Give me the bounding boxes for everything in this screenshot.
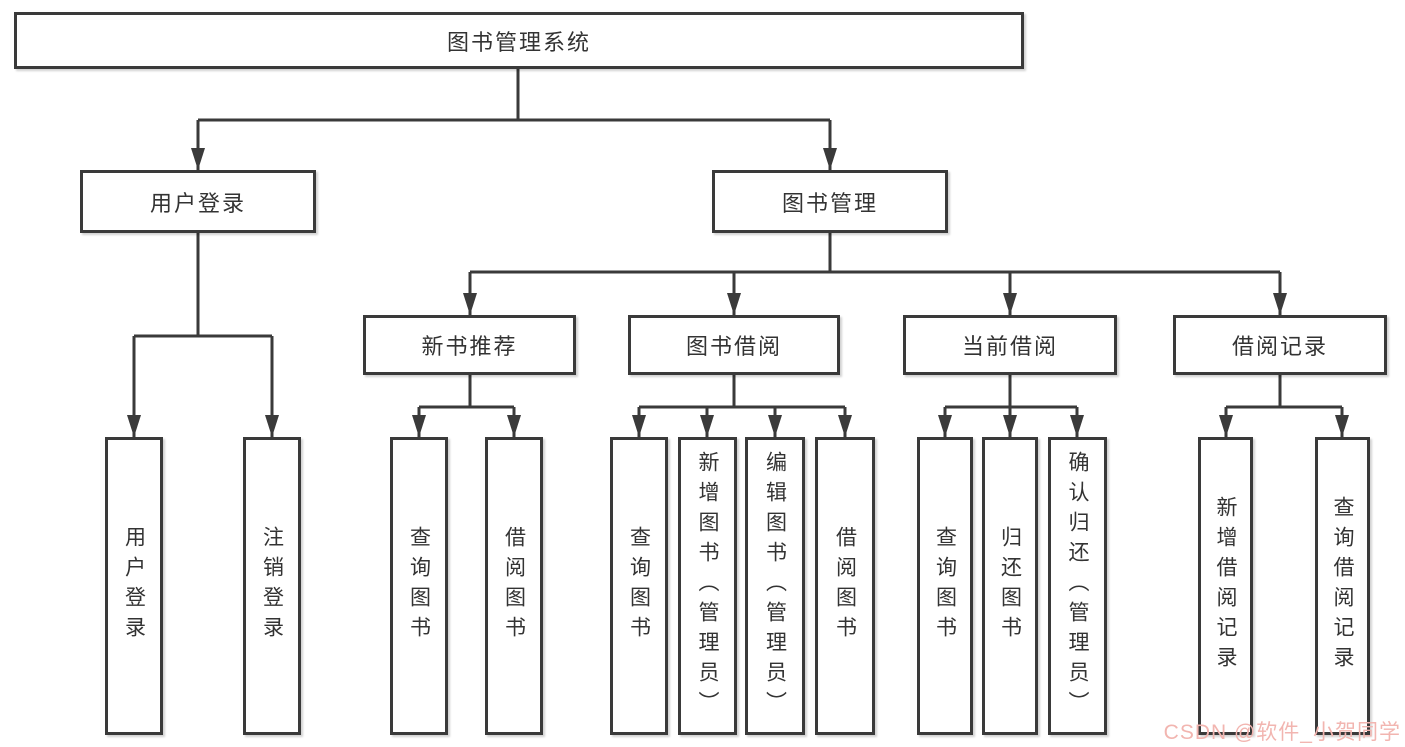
node-current-borrow: 当前借阅 — [903, 315, 1117, 375]
leaf-add-books-admin-label: 新增图书（管理员） — [696, 451, 719, 721]
leaf-edit-books-admin-label: 编辑图书（管理员） — [763, 451, 787, 721]
csdn-watermark: CSDN @软件_小贺同学 — [1163, 721, 1401, 744]
node-new-book-recommend: 新书推荐 — [363, 315, 576, 375]
leaf-confirm-return-admin-label: 确认归还（管理员） — [1066, 451, 1089, 721]
node-root-label: 图书管理系统 — [446, 29, 591, 55]
node-borrow-records-label: 借阅记录 — [1231, 334, 1328, 359]
leaf-logout-label: 注销登录 — [260, 526, 284, 646]
leaf-query-books-current: 查询图书 — [917, 437, 973, 735]
leaf-borrow-books-recommend-label: 借阅图书 — [502, 526, 526, 646]
leaf-logout: 注销登录 — [243, 437, 301, 735]
leaf-query-books-current-label: 查询图书 — [933, 526, 957, 646]
leaf-add-books-admin: 新增图书（管理员） — [678, 437, 737, 735]
leaf-query-books-recommend: 查询图书 — [390, 437, 448, 735]
leaf-borrow-books: 借阅图书 — [815, 437, 875, 735]
leaf-add-borrow-record: 新增借阅记录 — [1198, 437, 1253, 735]
leaf-query-borrow-record-label: 查询借阅记录 — [1331, 496, 1354, 676]
node-borrow-records: 借阅记录 — [1173, 315, 1387, 375]
node-root: 图书管理系统 — [14, 12, 1024, 69]
leaf-borrow-books-recommend: 借阅图书 — [485, 437, 543, 735]
leaf-query-borrow-record: 查询借阅记录 — [1315, 437, 1370, 735]
node-book-borrow-label: 图书借阅 — [685, 334, 782, 359]
leaf-query-books-recommend-label: 查询图书 — [407, 526, 431, 646]
leaf-add-borrow-record-label: 新增借阅记录 — [1214, 496, 1237, 676]
node-book-borrow: 图书借阅 — [628, 315, 840, 375]
leaf-return-books: 归还图书 — [982, 437, 1038, 735]
leaf-user-login: 用户登录 — [105, 437, 163, 735]
leaf-query-books-borrow: 查询图书 — [610, 437, 668, 735]
node-book-management-label: 图书管理 — [781, 190, 878, 216]
leaf-borrow-books-label: 借阅图书 — [833, 526, 857, 646]
node-user-login: 用户登录 — [80, 170, 316, 233]
leaf-edit-books-admin: 编辑图书（管理员） — [745, 437, 805, 735]
node-current-borrow-label: 当前借阅 — [961, 334, 1058, 359]
leaf-confirm-return-admin: 确认归还（管理员） — [1048, 437, 1107, 735]
node-user-login-label: 用户登录 — [149, 190, 246, 216]
leaf-return-books-label: 归还图书 — [998, 526, 1022, 646]
leaf-user-login-label: 用户登录 — [122, 526, 146, 646]
node-new-book-recommend-label: 新书推荐 — [421, 334, 518, 359]
leaf-query-books-borrow-label: 查询图书 — [627, 526, 651, 646]
node-book-management: 图书管理 — [712, 170, 948, 233]
